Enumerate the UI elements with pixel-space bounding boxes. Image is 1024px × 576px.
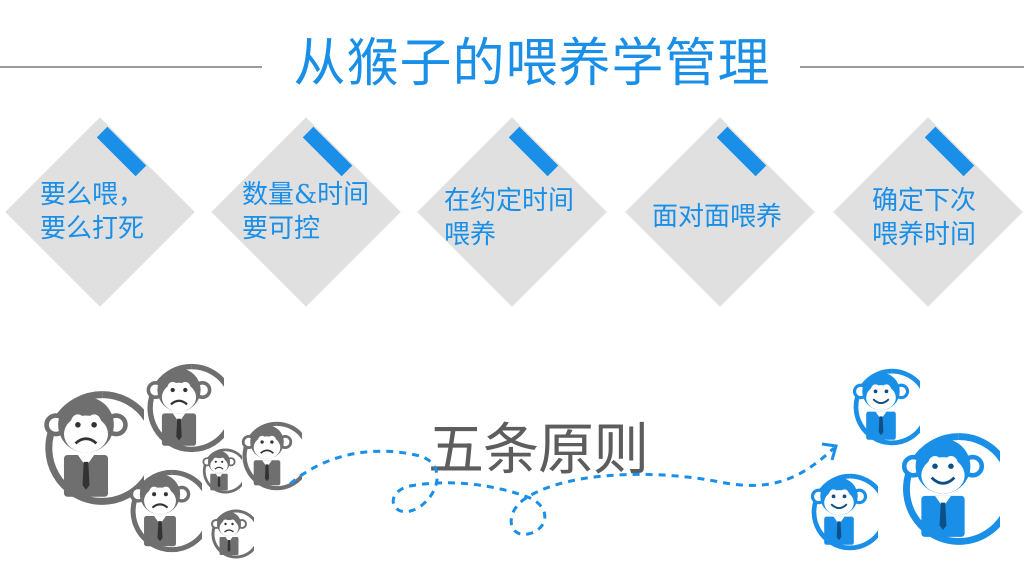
sad-monkey-icon bbox=[148, 367, 233, 450]
sad-monkey-icon bbox=[131, 472, 210, 549]
title-rule-right bbox=[800, 66, 1024, 68]
card-line-1: 要么喂， bbox=[40, 180, 145, 210]
card-line-2: 喂养 bbox=[444, 220, 497, 250]
sad-monkey-icon bbox=[201, 448, 242, 494]
card-line-2: 要可控 bbox=[242, 214, 321, 244]
card-line-1: 确定下次 bbox=[872, 186, 977, 216]
happy-monkey-icon bbox=[854, 371, 927, 443]
principle-card-2: 数量&时间 要可控 bbox=[210, 116, 402, 308]
card-text: 要么喂， 要么打死 bbox=[40, 178, 190, 246]
card-text: 在约定时间 喂养 bbox=[444, 184, 594, 252]
page-title: 从猴子的喂养学管理 bbox=[293, 34, 771, 94]
sad-monkey-icon bbox=[210, 509, 254, 559]
card-line-1: 面对面喂养 bbox=[652, 202, 783, 232]
card-text: 数量&时间 要可控 bbox=[242, 178, 392, 246]
dashed-arrow-icon bbox=[289, 446, 836, 536]
principle-card-4: 面对面喂养 bbox=[624, 116, 816, 308]
principles-label: 五条原则 bbox=[428, 418, 649, 483]
title-rule-left bbox=[0, 66, 262, 68]
arrow-head bbox=[821, 442, 838, 461]
sad-monkey-icon bbox=[47, 395, 156, 502]
principle-card-1: 要么喂， 要么打死 bbox=[4, 116, 196, 308]
card-line-1: 在约定时间 bbox=[444, 186, 575, 216]
card-text: 确定下次 喂养时间 bbox=[872, 184, 1022, 252]
principle-card-3: 在约定时间 喂养 bbox=[416, 116, 608, 308]
card-line-2: 喂养时间 bbox=[872, 220, 977, 250]
happy-monkey-icon bbox=[904, 437, 1011, 542]
principle-card-5: 确定下次 喂养时间 bbox=[832, 116, 1024, 308]
happy-monkey-icon bbox=[812, 476, 885, 548]
sad-monkey-icon bbox=[243, 424, 309, 488]
card-line-1: 数量&时间 bbox=[242, 180, 370, 210]
card-text: 面对面喂养 bbox=[652, 200, 812, 234]
card-line-2: 要么打死 bbox=[40, 214, 145, 244]
